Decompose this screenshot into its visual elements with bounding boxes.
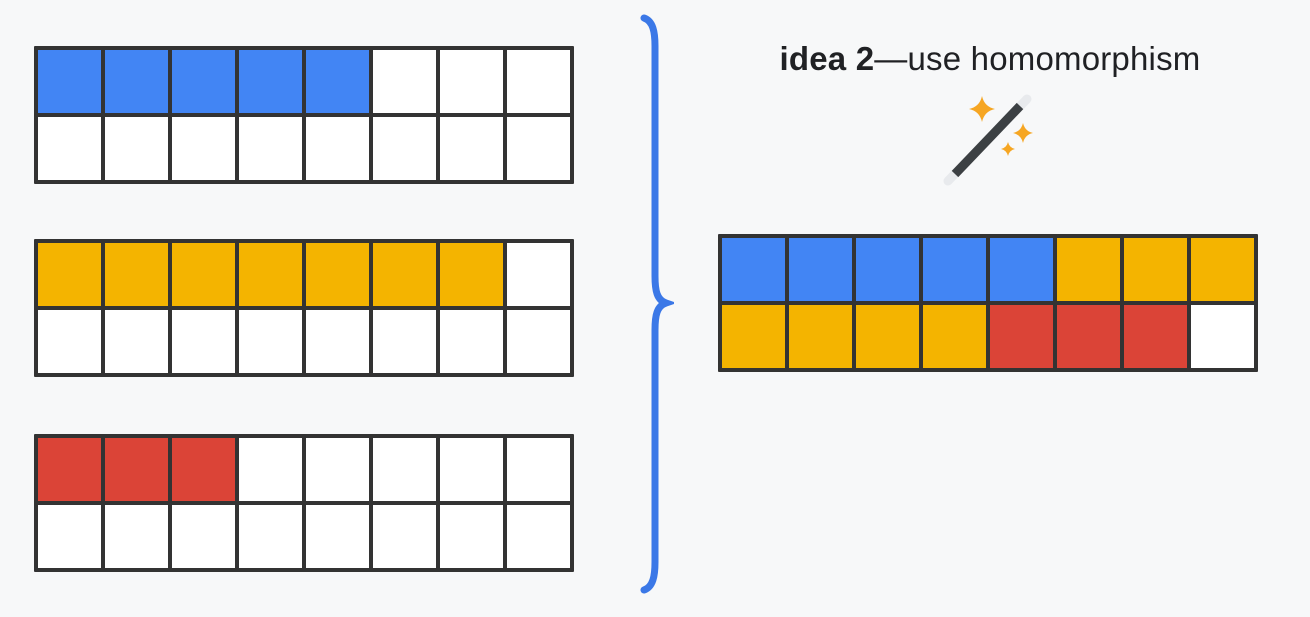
grid-cell-white [1191, 305, 1254, 368]
grid-cell-white [507, 117, 570, 180]
grid-cell-red [990, 305, 1053, 368]
grid-cell-white [105, 117, 168, 180]
grid-cell-yellow [239, 243, 302, 306]
grid-cell-red [105, 438, 168, 501]
grid-yellow-operand [34, 239, 574, 377]
grid-cell-blue [105, 50, 168, 113]
grid-cell-white [306, 505, 369, 568]
grid-cell-white [38, 505, 101, 568]
grid-cell-white [440, 117, 503, 180]
grid-cell-yellow [306, 243, 369, 306]
slide-title-rest: —use homomorphism [874, 40, 1201, 77]
grid-cell-red [38, 438, 101, 501]
grid-cell-white [306, 117, 369, 180]
grid-cell-yellow [172, 243, 235, 306]
grid-cell-blue [789, 238, 852, 301]
grid-cell-yellow [38, 243, 101, 306]
grid-cell-white [507, 438, 570, 501]
grid-cell-yellow [440, 243, 503, 306]
grid-cell-yellow [789, 305, 852, 368]
grid-cell-blue [38, 50, 101, 113]
grid-cell-blue [923, 238, 986, 301]
grid-result [718, 234, 1258, 372]
slide-title: idea 2—use homomorphism [700, 40, 1280, 78]
grid-cell-white [172, 505, 235, 568]
grid-cell-white [373, 50, 436, 113]
grid-cell-yellow [1057, 238, 1120, 301]
grid-cell-white [373, 438, 436, 501]
grid-cell-white [373, 117, 436, 180]
grid-cell-white [239, 117, 302, 180]
grid-cell-blue [306, 50, 369, 113]
grid-cell-white [306, 438, 369, 501]
grid-cell-white [38, 117, 101, 180]
grid-cell-white [38, 310, 101, 373]
grid-cell-yellow [1191, 238, 1254, 301]
grid-cell-red [1124, 305, 1187, 368]
sparkle-medium-icon [1013, 123, 1033, 143]
grid-cell-blue [172, 50, 235, 113]
grid-cell-yellow [373, 243, 436, 306]
grid-cell-white [507, 505, 570, 568]
grid-cell-white [507, 243, 570, 306]
grid-cell-yellow [856, 305, 919, 368]
grid-cell-yellow [105, 243, 168, 306]
grid-cell-white [373, 505, 436, 568]
grid-cell-white [239, 438, 302, 501]
grid-cell-white [507, 50, 570, 113]
slide-title-bold: idea 2 [779, 40, 875, 77]
grid-cell-white [172, 310, 235, 373]
grid-cell-white [239, 505, 302, 568]
grid-cell-yellow [722, 305, 785, 368]
grid-cell-white [507, 310, 570, 373]
grid-cell-red [1057, 305, 1120, 368]
grid-cell-yellow [923, 305, 986, 368]
grid-cell-white [105, 310, 168, 373]
grid-cell-white [440, 505, 503, 568]
grid-cell-white [239, 310, 302, 373]
grid-cell-white [306, 310, 369, 373]
grid-cell-yellow [1124, 238, 1187, 301]
grid-cell-blue [722, 238, 785, 301]
sparkle-small-icon [1001, 142, 1015, 156]
grid-blue-operand [34, 46, 574, 184]
grid-cell-white [373, 310, 436, 373]
grid-cell-blue [856, 238, 919, 301]
grid-cell-white [105, 505, 168, 568]
grid-cell-blue [239, 50, 302, 113]
grid-red-operand [34, 434, 574, 572]
grid-cell-blue [990, 238, 1053, 301]
grid-cell-red [172, 438, 235, 501]
grid-cell-white [172, 117, 235, 180]
grid-cell-white [440, 50, 503, 113]
magic-wand-icon [943, 94, 1033, 186]
grid-cell-white [440, 438, 503, 501]
curly-brace-icon [640, 14, 674, 594]
grid-cell-white [440, 310, 503, 373]
sparkle-large-icon [969, 96, 995, 122]
